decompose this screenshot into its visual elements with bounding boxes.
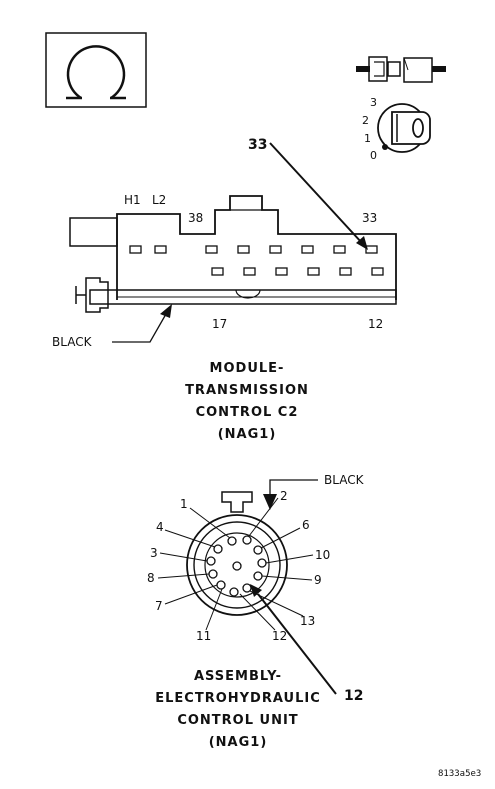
- key-position-1: 1: [364, 132, 371, 145]
- valve-caption-line-2: ELECTROHYDRAULIC: [155, 691, 321, 706]
- module-connector-c2: 33 H1 L2 38 33: [52, 137, 397, 442]
- valve-pin-label-6: 6: [302, 518, 310, 532]
- key-position-0: 0: [370, 149, 377, 162]
- pin-label-12: 12: [368, 317, 383, 331]
- ignition-key-icon: 3 2 1 0: [362, 96, 431, 162]
- pin-label-h1: H1: [124, 193, 141, 207]
- module-callout-33: 33: [248, 137, 267, 153]
- valve-caption-line-1: ASSEMBLY-: [194, 669, 282, 684]
- pin-label-17: 17: [212, 317, 227, 331]
- connector-plug-icon: [356, 56, 446, 83]
- valve-pin-label-11: 11: [196, 629, 211, 643]
- key-position-3: 3: [370, 96, 377, 109]
- key-position-2: 2: [362, 114, 369, 127]
- valve-pin-label-12: 12: [272, 629, 287, 643]
- valve-pin-cavities: [206, 535, 267, 597]
- valve-pin-label-9: 9: [314, 573, 322, 587]
- ignition-run-icon: [45, 32, 147, 108]
- valve-pin-label-8: 8: [147, 571, 155, 585]
- valve-pin-label-10: 10: [315, 548, 330, 562]
- valve-pin-label-3: 3: [150, 546, 158, 560]
- pin-label-l2: L2: [152, 193, 166, 207]
- valve-body-connector: BLACK: [147, 473, 365, 750]
- module-caption-line-1: MODULE-: [210, 361, 285, 376]
- cavity-row-upper: [129, 245, 378, 254]
- image-reference-code: 8133a5e3: [438, 769, 481, 779]
- valve-wire-color-label: BLACK: [324, 473, 365, 487]
- module-caption-line-3: CONTROL C2: [196, 405, 299, 420]
- valve-pin-label-1: 1: [180, 497, 188, 511]
- valve-pin-label-7: 7: [155, 599, 163, 613]
- module-caption-line-2: TRANSMISSION: [185, 383, 309, 398]
- pin-label-33: 33: [362, 211, 377, 225]
- valve-pin-label-13: 13: [300, 614, 315, 628]
- cavity-row-lower: [211, 267, 384, 276]
- module-caption-line-4: (NAG1): [218, 427, 277, 442]
- valve-callout-12: 12: [344, 688, 363, 704]
- valve-pin-label-2: 2: [280, 489, 288, 503]
- valve-caption-line-3: CONTROL UNIT: [177, 713, 298, 728]
- wire-color-label: BLACK: [52, 335, 93, 349]
- pin-label-38: 38: [188, 211, 203, 225]
- callout-arrowhead: [356, 236, 368, 250]
- valve-caption-line-4: (NAG1): [209, 735, 268, 750]
- valve-pin-label-4: 4: [156, 520, 164, 534]
